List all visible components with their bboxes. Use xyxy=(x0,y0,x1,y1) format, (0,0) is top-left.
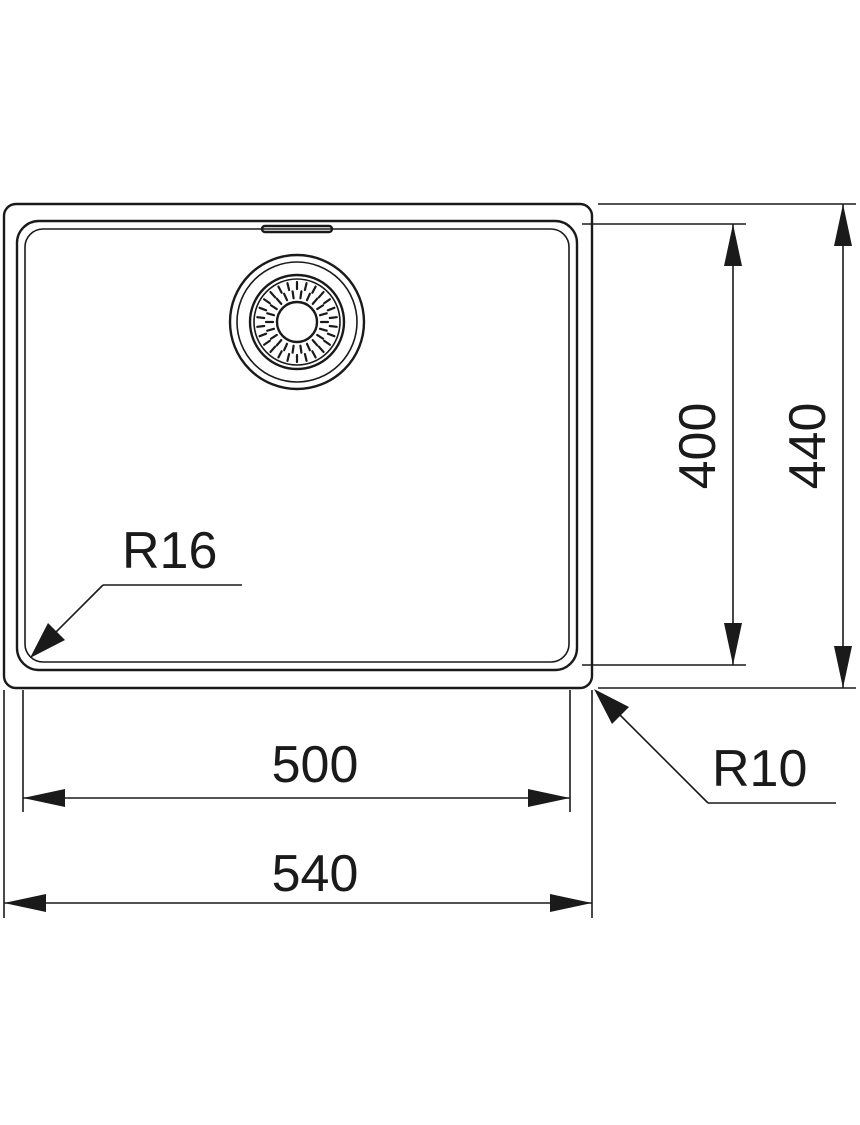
radius-label-r16: R16 xyxy=(122,522,217,580)
extension-lines-bottom xyxy=(3,690,593,918)
strainer-slot xyxy=(305,292,311,302)
strainer-slot xyxy=(277,350,283,359)
dimension-inner-width: 500 xyxy=(23,736,570,807)
dimension-outer-height: 440 xyxy=(779,204,852,688)
radius-label-r10: R10 xyxy=(712,740,807,798)
strainer-slot xyxy=(286,282,291,292)
strainer-slot xyxy=(262,339,271,346)
strainer-slot xyxy=(326,332,336,338)
strainer-slot xyxy=(303,352,308,362)
dimension-label-540: 540 xyxy=(272,845,359,903)
strainer-slot xyxy=(291,290,295,300)
strainer-slot xyxy=(328,324,338,328)
overflow-slot xyxy=(260,224,334,234)
strainer-slot xyxy=(269,304,278,311)
strainer-slot xyxy=(291,344,295,354)
inner-bowl xyxy=(15,219,579,672)
strainer-slot xyxy=(283,342,289,352)
strainer-slot xyxy=(311,285,317,294)
strainer-slot xyxy=(317,290,325,299)
strainer-slot xyxy=(311,297,319,305)
strainer-slot xyxy=(311,339,319,347)
dimension-label-440: 440 xyxy=(779,403,837,490)
strainer-slot xyxy=(269,333,278,340)
strainer-slot xyxy=(277,285,283,294)
strainer-slot xyxy=(262,298,271,305)
strainer-slot xyxy=(328,316,338,320)
strainer-slot xyxy=(286,352,291,362)
strainer-slot xyxy=(299,290,303,300)
strainer-slot xyxy=(311,350,317,359)
dimension-label-400: 400 xyxy=(669,403,727,490)
strainer-slot xyxy=(283,292,289,302)
strainer-slot xyxy=(318,327,328,332)
strainer-slot xyxy=(258,306,268,312)
extension-lines-right xyxy=(582,203,856,689)
radius-callout-r10: R10 xyxy=(594,689,836,804)
strainer-slot xyxy=(317,345,325,354)
strainer-slot xyxy=(316,333,325,340)
strainer-slot xyxy=(299,344,303,354)
drain-strainer-icon xyxy=(228,253,366,391)
strainer-slot xyxy=(256,324,266,328)
strainer-slot xyxy=(318,312,328,317)
strainer-slot xyxy=(323,339,332,346)
strainer-slot xyxy=(266,312,276,317)
radius-callout-r16: R16 xyxy=(30,522,242,658)
strainer-slot xyxy=(305,342,311,352)
strainer-slot xyxy=(258,332,268,338)
strainer-slot xyxy=(256,316,266,320)
strainer-slot xyxy=(275,297,283,305)
strainer-slot xyxy=(266,327,276,332)
strainer-slots xyxy=(256,280,338,364)
strainer-slot xyxy=(326,306,336,312)
strainer-slot xyxy=(269,290,277,299)
dimension-outer-width: 540 xyxy=(4,845,592,912)
strainer-slot xyxy=(323,298,332,305)
strainer-slot xyxy=(275,339,283,347)
strainer-slot xyxy=(316,304,325,311)
dimension-inner-height: 400 xyxy=(669,224,742,665)
dimension-label-500: 500 xyxy=(272,736,359,794)
strainer-slot xyxy=(269,345,277,354)
strainer-slot xyxy=(303,282,308,292)
outer-rim xyxy=(2,202,594,690)
